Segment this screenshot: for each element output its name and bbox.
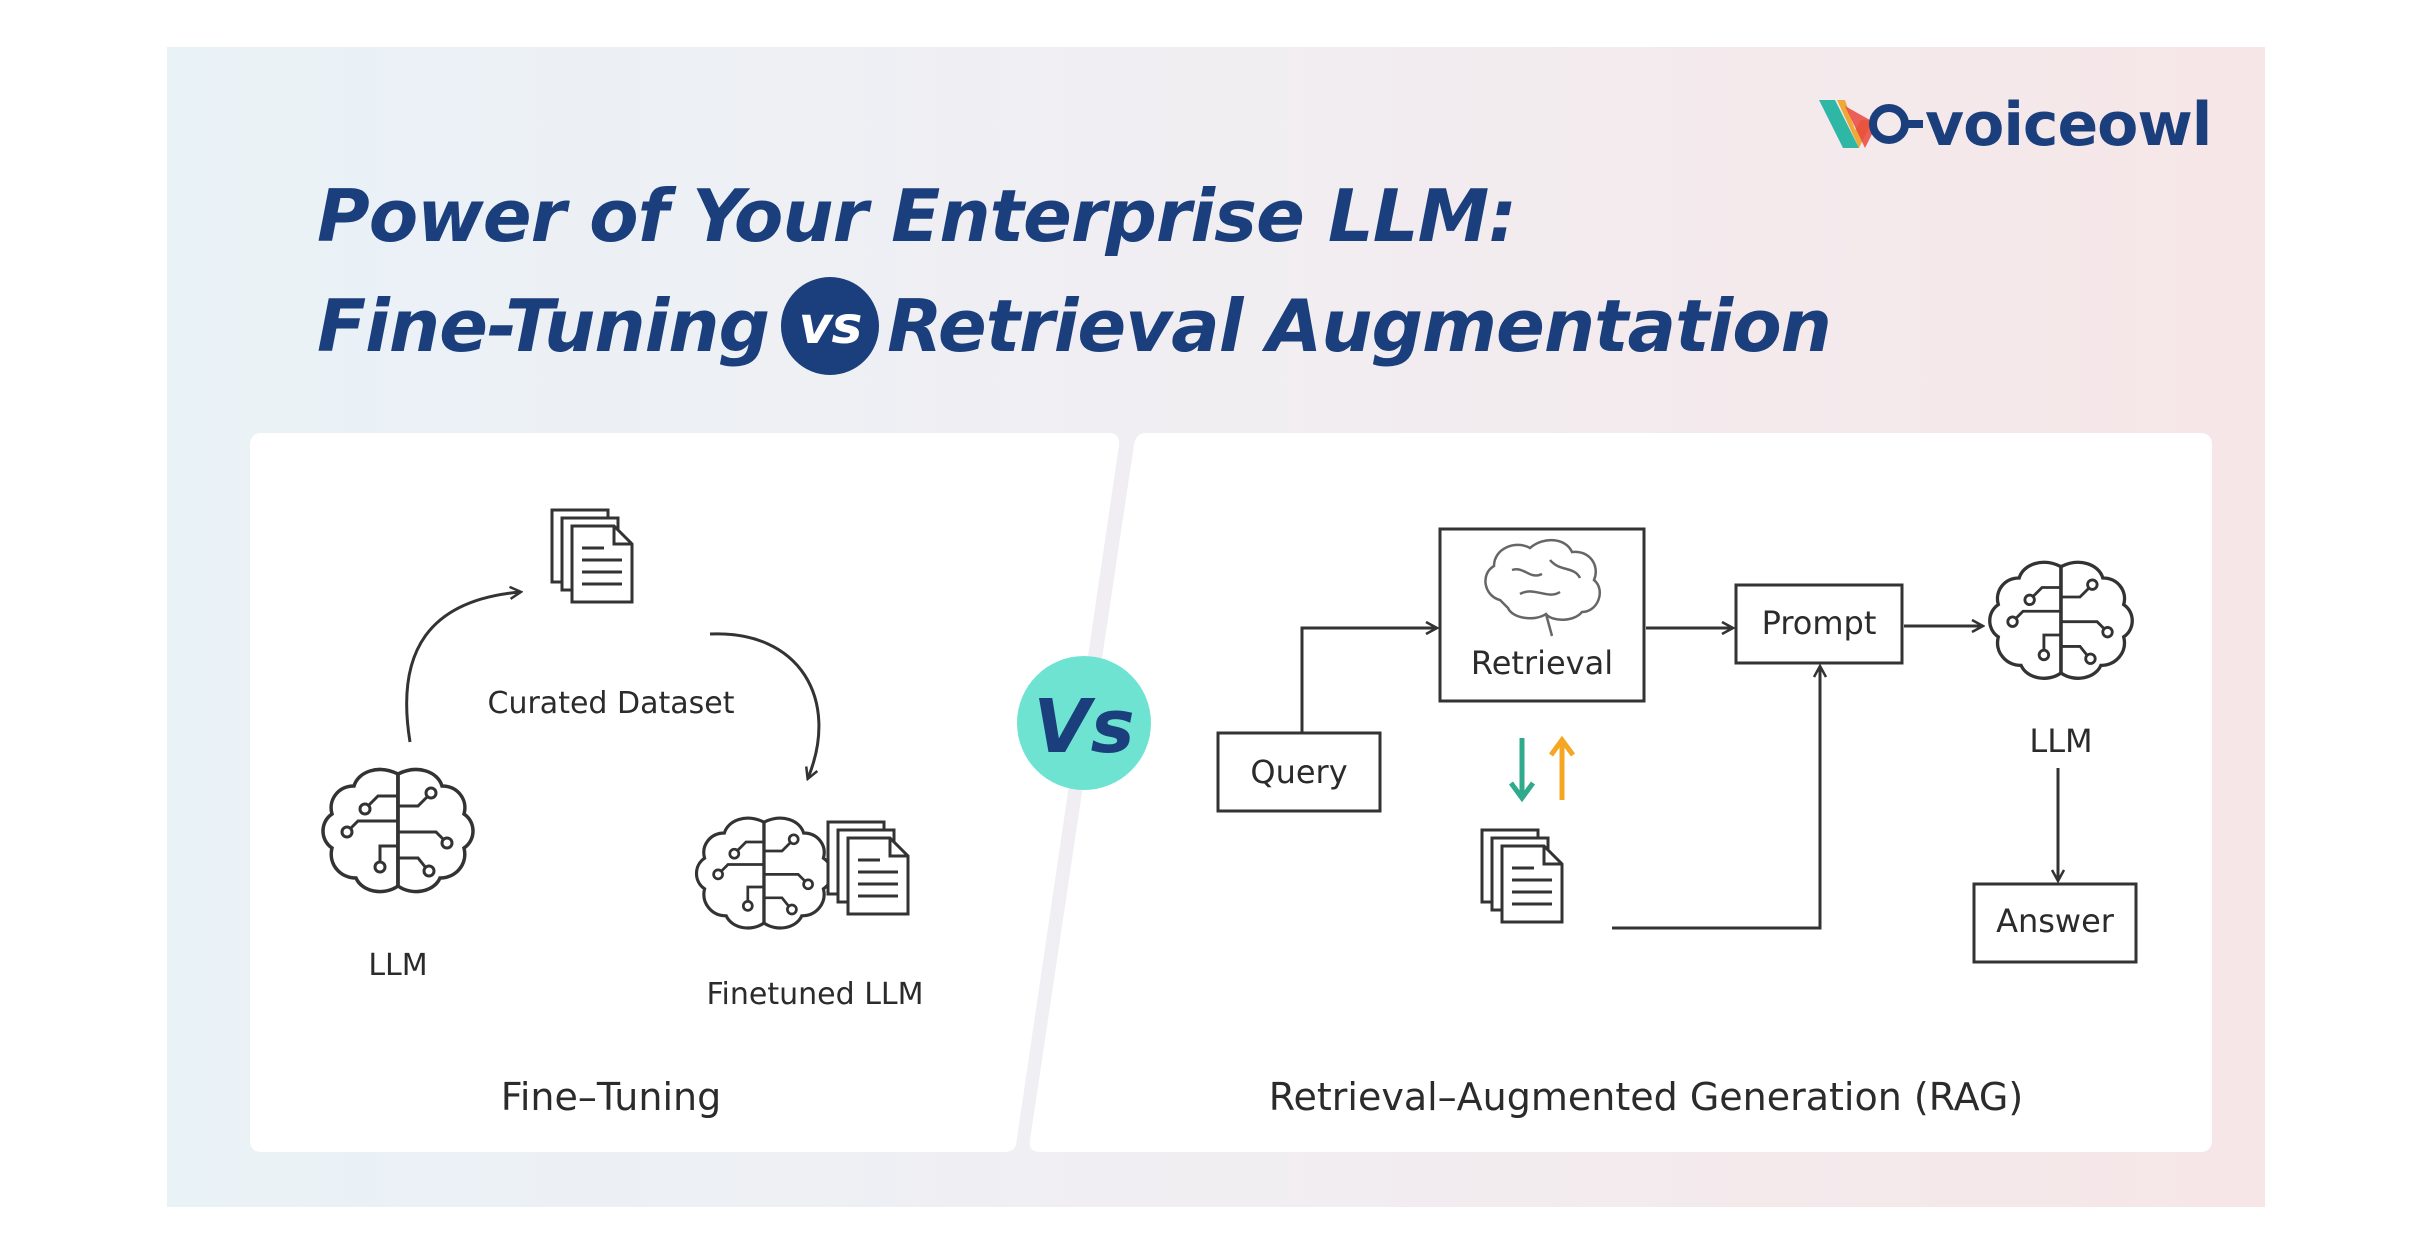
page-title-line-2: Fine-Tuning vs Retrieval Augmentation <box>317 277 1832 375</box>
up-down-arrows-icon <box>1508 735 1576 803</box>
documents-to-prompt-arrow <box>1612 667 1820 930</box>
page-title-line-1: Power of Your Enterprise LLM: <box>317 174 1517 258</box>
answer-label: Answer <box>1996 902 2115 940</box>
fine-tuning-panel <box>250 433 1120 1152</box>
rag-llm-brain-circuit-icon <box>1988 560 2134 680</box>
curated-dataset-label: Curated Dataset <box>488 686 735 721</box>
rag-llm-label: LLM <box>2029 722 2092 760</box>
rag-panel <box>1029 433 2212 1152</box>
retrieval-label: Retrieval <box>1471 644 1613 682</box>
query-to-retrieval-arrow <box>1300 628 1436 733</box>
dataset-to-finetuned-arrow <box>709 632 821 778</box>
llm-to-dataset-arrow <box>405 592 520 743</box>
finetuned-brain-circuit-icon <box>694 816 834 930</box>
ft-llm-label: LLM <box>368 948 427 983</box>
retrieval-brain-icon <box>1484 539 1601 637</box>
center-vs-badge <box>1017 656 1151 790</box>
title-retrieval-augmentation: Retrieval Augmentation <box>887 284 1832 368</box>
finetuned-llm-label: Finetuned LLM <box>706 977 923 1012</box>
title-fine-tuning: Fine-Tuning <box>317 284 770 368</box>
title-vs-badge: vs <box>781 277 880 375</box>
fine-tuning-caption: Fine–Tuning <box>501 1075 722 1119</box>
answer-box <box>1972 882 2138 964</box>
voiceowl-logo-mark-icon <box>1819 100 1923 148</box>
voiceowl-logo: voiceowl <box>1815 90 2212 160</box>
rag-caption: Retrieval–Augmented Generation (RAG) <box>1269 1075 2023 1119</box>
center-vs-text: Vs <box>1033 684 1134 770</box>
query-box <box>1216 731 1382 813</box>
query-label: Query <box>1250 753 1347 791</box>
prompt-box <box>1734 583 1904 665</box>
logo-text: voiceowl <box>1925 90 2212 160</box>
llm-brain-circuit-icon <box>321 767 475 894</box>
prompt-label: Prompt <box>1762 604 1877 642</box>
